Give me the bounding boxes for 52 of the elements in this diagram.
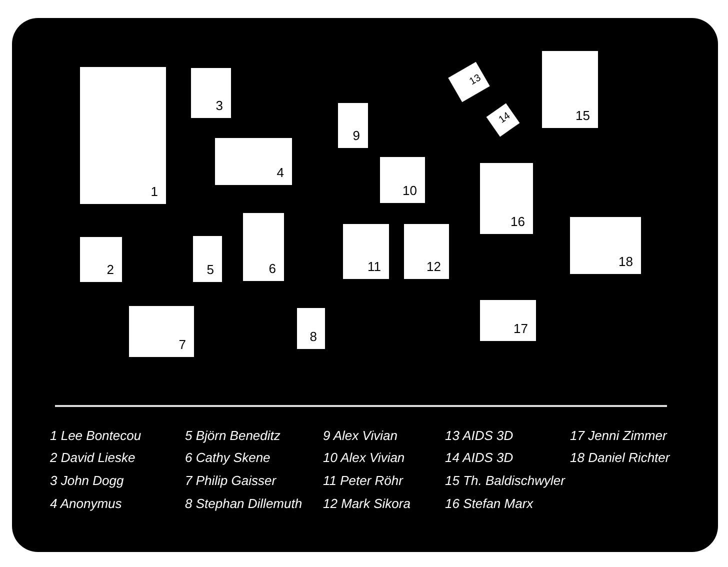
area-number: 8	[310, 330, 317, 343]
area-number: 2	[106, 263, 114, 276]
area-number: 7	[178, 338, 186, 351]
area-number: 18	[618, 255, 633, 268]
legend-entry: 5 Björn Beneditz	[185, 428, 280, 443]
exhibit-area	[404, 224, 449, 279]
legend-entry: 2 David Lieske	[50, 450, 136, 465]
area-number: 9	[352, 129, 360, 142]
area-number: 10	[402, 184, 417, 197]
exhibit-area	[380, 157, 425, 203]
exhibit-area	[193, 236, 222, 282]
legend-entry: 11 Peter Röhr	[323, 473, 403, 488]
legend-entry: 1 Lee Bontecou	[50, 428, 142, 443]
area-number: 5	[206, 263, 214, 276]
area-number: 13	[468, 73, 483, 88]
legend-entry: 12 Mark Sikora	[323, 496, 410, 511]
exhibit-area	[243, 213, 284, 281]
area-number: 6	[268, 262, 276, 275]
legend-entry: 9 Alex Vivian	[323, 428, 398, 443]
area-number: 1	[150, 185, 158, 198]
legend-entry: 7 Philip Gaisser	[185, 473, 276, 488]
exhibit-area	[215, 138, 292, 185]
area-number: 17	[514, 322, 528, 335]
legend-entry: 13 AIDS 3D	[445, 428, 514, 443]
area-number: 3	[216, 99, 223, 112]
area-number: 15	[576, 109, 590, 122]
area-number: 11	[368, 260, 381, 273]
legend-entry: 16 Stefan Marx	[445, 496, 534, 511]
exhibit-area	[80, 237, 122, 282]
exhibit-area	[80, 67, 166, 204]
legend-entry: 18 Daniel Richter	[570, 450, 670, 465]
legend-entry: 15 Th. Baldischwyler	[445, 473, 565, 488]
area-number: 12	[426, 260, 441, 273]
exhibit-area	[129, 306, 194, 357]
exhibit-area	[338, 103, 368, 148]
legend-entry: 3 John Dogg	[50, 473, 124, 488]
legend-entry: 8 Stephan Dillemuth	[185, 496, 302, 511]
exhibit-area	[480, 163, 533, 234]
legend-entry: 17 Jenni Zimmer	[570, 428, 667, 443]
exhibit-area	[542, 51, 598, 128]
legend-entry: 10 Alex Vivian	[323, 450, 405, 465]
exhibit-area	[343, 224, 389, 279]
area-number: 4	[276, 166, 284, 179]
legend-entry: 4 Anonymus	[50, 496, 122, 511]
exhibit-area	[480, 300, 536, 341]
exhibit-area	[191, 68, 231, 118]
legend-entry: 14 AIDS 3D	[445, 450, 514, 465]
exhibit-area	[297, 308, 325, 349]
legend-entry: 6 Cathy Skene	[185, 450, 270, 465]
area-number: 16	[510, 215, 525, 228]
area-number: 14	[498, 111, 512, 126]
exhibit-area	[570, 217, 641, 274]
